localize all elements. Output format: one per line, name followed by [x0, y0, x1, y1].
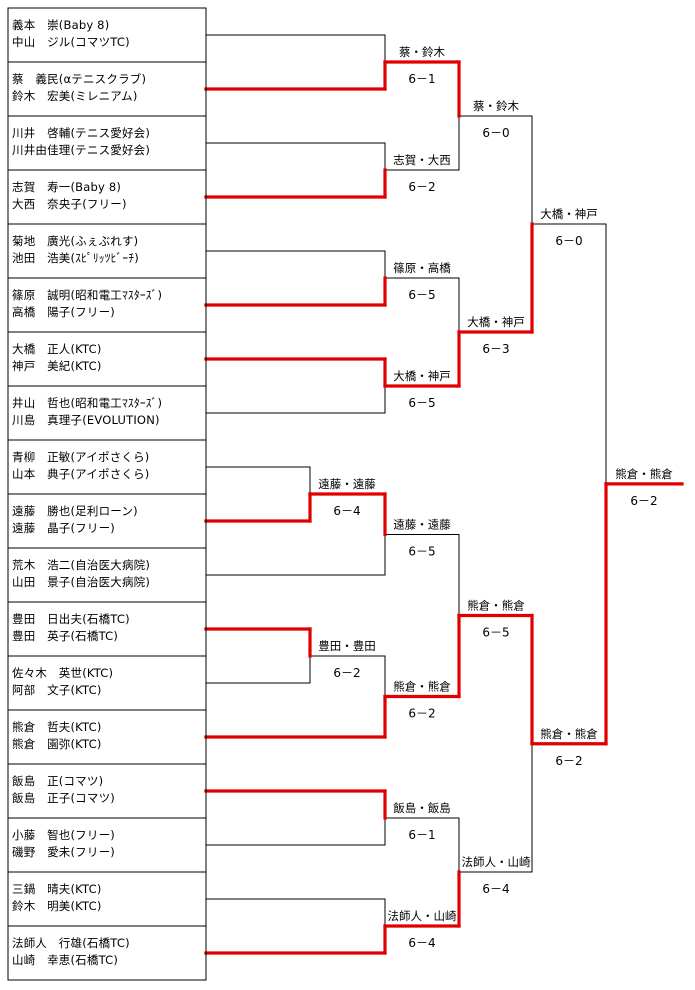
player-name: 小藤 智也(フリー): [12, 828, 115, 842]
team-box: 三鍋 晴夫(KTC) 鈴木 明美(KTC): [7, 871, 207, 927]
player-name: 井山 哲也(昭和電工ﾏｽﾀｰｽﾞ): [12, 396, 162, 410]
match-winner-label: 法師人・山崎: [388, 909, 457, 923]
match-winner-label: 篠原・高橋: [393, 261, 451, 275]
match-score: 6－2: [630, 494, 657, 508]
match-winner-label: 熊倉・熊倉: [615, 467, 673, 481]
player-name: 遠藤 勝也(足利ローン): [12, 504, 138, 518]
match-labels: 蔡・鈴木 6－1 志賀・大西 6－2 篠原・高橋 6－5 大橋・神戸 6－5 遠藤・遠藤 6－4 豊…: [318, 45, 673, 950]
player-name: 神戸 美紀(KTC): [12, 359, 102, 373]
team-box-border: [7, 925, 207, 981]
team-box: 菊地 廣光(ふぇぶれす) 池田 浩美(ｽﾋﾟﾘｯﾂﾋﾞｰﾁ): [7, 223, 207, 279]
match-winner-label: 遠藤・遠藤: [318, 477, 376, 491]
player-name: 川井 啓輔(テニス愛好会): [12, 126, 150, 140]
player-name: 篠原 誠明(昭和電工ﾏｽﾀｰｽﾞ): [12, 288, 162, 302]
match-score: 6－2: [555, 754, 582, 768]
player-name: 山田 景子(自治医大病院): [12, 575, 150, 589]
match-winner-label: 蔡・鈴木: [473, 99, 519, 113]
team-box: 荒木 浩二(自治医大病院) 山田 景子(自治医大病院): [7, 547, 207, 603]
player-name: 山本 典子(アイポさくら): [12, 467, 150, 481]
match-winner-label: 大橋・神戸: [540, 207, 598, 221]
player-name: 大橋 正人(KTC): [12, 342, 102, 356]
team-box: 井山 哲也(昭和電工ﾏｽﾀｰｽﾞ) 川島 真理子(EVOLUTION): [7, 385, 207, 441]
team-box: 蔡 義民(αテニスクラブ) 鈴木 宏美(ミレニアム): [7, 61, 207, 117]
match-winner-label: 法師人・山崎: [462, 855, 531, 869]
team-box: 熊倉 哲夫(KTC) 熊倉 園弥(KTC): [7, 709, 207, 765]
team-box: 法師人 行雄(石橋TC) 山崎 幸恵(石橋TC): [7, 925, 207, 981]
team-box: 大橋 正人(KTC) 神戸 美紀(KTC): [7, 331, 207, 387]
match-winner-label: 熊倉・熊倉: [540, 727, 598, 741]
player-name: 遠藤 晶子(フリー): [12, 521, 115, 535]
player-name: 佐々木 英世(KTC): [12, 666, 113, 680]
player-name: 志賀 寿一(Baby 8): [12, 180, 121, 194]
bracket-lines: [205, 34, 607, 927]
match-winner-label: 大橋・神戸: [393, 369, 451, 383]
player-name: 豊田 日出夫(石橋TC): [12, 612, 130, 626]
match-winner-label: 熊倉・熊倉: [393, 680, 451, 694]
player-name: 三鍋 晴夫(KTC): [12, 882, 102, 896]
match-score: 6－4: [482, 882, 509, 896]
match-winner-label: 大橋・神戸: [467, 315, 525, 329]
player-name: 熊倉 園弥(KTC): [12, 737, 102, 751]
player-name: 菊地 廣光(ふぇぶれす): [12, 234, 138, 248]
player-name: 川井由佳理(テニス愛好会): [12, 143, 150, 157]
match-score: 6－5: [482, 626, 509, 640]
player-name: 磯野 愛未(フリー): [12, 845, 115, 859]
player-name: 義本 崇(Baby 8): [12, 18, 109, 32]
player-name: 鈴木 明美(KTC): [12, 899, 102, 913]
match-score: 6－4: [408, 936, 435, 950]
match-winner-label: 志賀・大西: [393, 153, 451, 167]
winner-path-lines: [204, 60, 684, 955]
team-box: 義本 崇(Baby 8) 中山 ジル(コマツTC): [7, 7, 207, 63]
player-name: 法師人 行雄(石橋TC): [12, 936, 130, 950]
team-box: 川井 啓輔(テニス愛好会) 川井由佳理(テニス愛好会): [7, 115, 207, 171]
player-name: 熊倉 哲夫(KTC): [12, 720, 102, 734]
player-name: 池田 浩美(ｽﾋﾟﾘｯﾂﾋﾞｰﾁ): [12, 251, 139, 265]
team-box: 豊田 日出夫(石橋TC) 豊田 英子(石橋TC): [7, 601, 207, 657]
match-score: 6－3: [482, 342, 509, 356]
match-score: 6－5: [408, 545, 435, 559]
match-score: 6－2: [333, 666, 360, 680]
player-name: 蔡 義民(αテニスクラブ): [12, 72, 146, 86]
player-name: 荒木 浩二(自治医大病院): [12, 558, 150, 572]
player-name: 青柳 正敏(アイポさくら): [12, 450, 150, 464]
team-box: 志賀 寿一(Baby 8) 大西 奈央子(フリー): [7, 169, 207, 225]
player-name: 飯島 正子(コマツ): [12, 791, 115, 805]
match-score: 6－2: [408, 707, 435, 721]
match-score: 6－0: [482, 126, 509, 140]
team-box: 青柳 正敏(アイポさくら) 山本 典子(アイポさくら): [7, 439, 207, 495]
player-name: 山崎 幸恵(石橋TC): [12, 953, 118, 967]
team-boxes: 義本 崇(Baby 8) 中山 ジル(コマツTC) 蔡 義民(αテニスクラブ) 鈴木 …: [7, 7, 207, 981]
team-box: 佐々木 英世(KTC) 阿部 文子(KTC): [7, 655, 207, 711]
player-name: 鈴木 宏美(ミレニアム): [12, 89, 138, 103]
match-score: 6－5: [408, 288, 435, 302]
player-name: 豊田 英子(石橋TC): [12, 629, 118, 643]
match-score: 6－1: [408, 828, 435, 842]
team-box: 小藤 智也(フリー) 磯野 愛未(フリー): [7, 817, 207, 873]
team-box: 飯島 正(コマツ) 飯島 正子(コマツ): [7, 763, 207, 819]
match-score: 6－1: [408, 72, 435, 86]
team-box: 篠原 誠明(昭和電工ﾏｽﾀｰｽﾞ) 高橋 陽子(フリー): [7, 277, 207, 333]
match-winner-label: 豊田・豊田: [318, 639, 376, 653]
team-box: 遠藤 勝也(足利ローン) 遠藤 晶子(フリー): [7, 493, 207, 549]
match-score: 6－4: [333, 504, 360, 518]
match-winner-label: 遠藤・遠藤: [393, 518, 451, 532]
player-name: 阿部 文子(KTC): [12, 683, 102, 697]
player-name: 飯島 正(コマツ): [12, 774, 103, 788]
player-name: 大西 奈央子(フリー): [12, 197, 127, 211]
match-winner-label: 飯島・飯島: [393, 801, 451, 815]
match-score: 6－5: [408, 396, 435, 410]
player-name: 中山 ジル(コマツTC): [12, 35, 130, 49]
player-name: 川島 真理子(EVOLUTION): [12, 413, 160, 427]
player-name: 高橋 陽子(フリー): [12, 305, 115, 319]
match-winner-label: 熊倉・熊倉: [467, 599, 525, 613]
match-score: 6－0: [555, 234, 582, 248]
match-winner-label: 蔡・鈴木: [399, 45, 445, 59]
match-score: 6－2: [408, 180, 435, 194]
